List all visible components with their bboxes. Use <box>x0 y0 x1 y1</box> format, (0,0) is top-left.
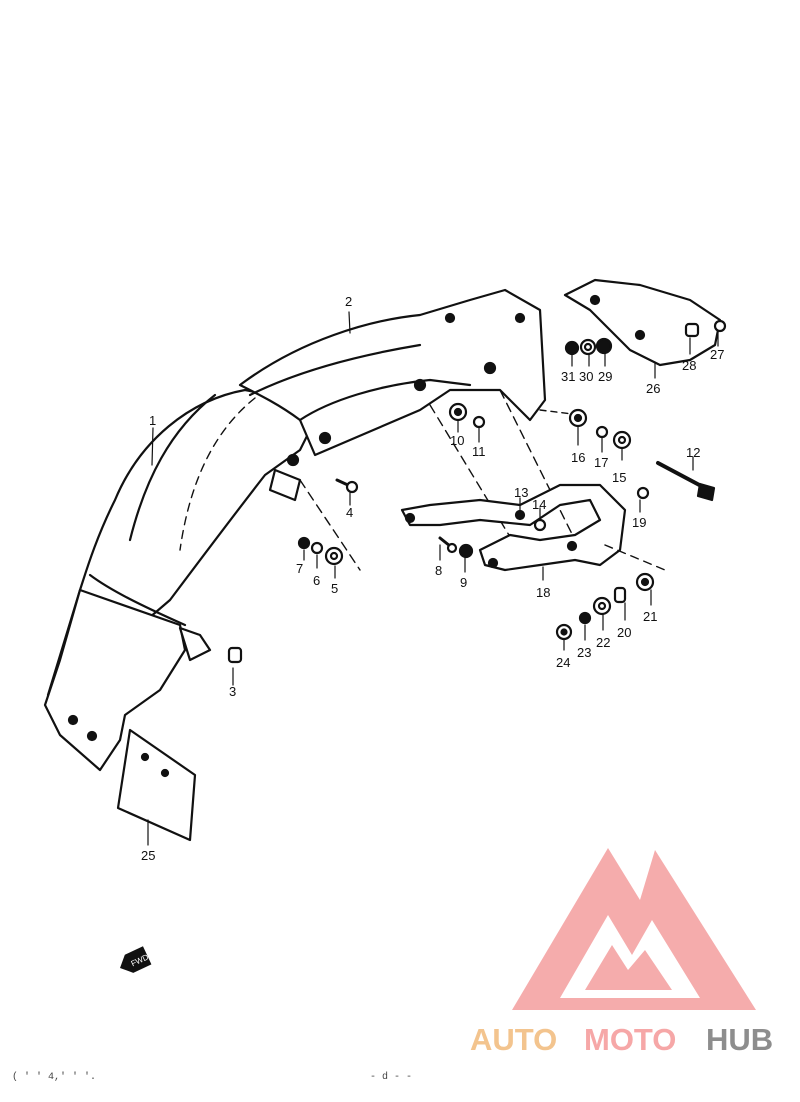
rear-fender <box>43 388 361 772</box>
label-19: 19 <box>632 515 646 530</box>
label-6: 6 <box>313 573 320 588</box>
callout-labels: 1 2 3 4 5 6 7 8 9 10 11 12 13 14 15 16 1… <box>141 294 724 863</box>
label-18: 18 <box>536 585 550 600</box>
label-4: 4 <box>346 505 353 520</box>
label-20: 20 <box>617 625 631 640</box>
label-9: 9 <box>460 575 467 590</box>
footer-left-code: ( ' ' 4,' ' '. <box>12 1072 97 1083</box>
label-26: 26 <box>646 381 660 396</box>
leader-lines <box>147 311 719 846</box>
fwd-arrow-icon: FWD <box>120 946 152 973</box>
label-13: 13 <box>514 485 528 500</box>
fender-stay-18 <box>400 483 666 572</box>
label-7: 7 <box>296 561 303 576</box>
hardware <box>227 319 727 664</box>
label-25: 25 <box>141 848 155 863</box>
label-15: 15 <box>612 470 626 485</box>
mud-flap-25 <box>116 728 197 842</box>
label-22: 22 <box>596 635 610 650</box>
label-3: 3 <box>229 684 236 699</box>
watermark-hub: HUB <box>706 1022 773 1057</box>
label-29: 29 <box>598 369 612 384</box>
label-11: 11 <box>472 444 486 459</box>
label-8: 8 <box>435 563 442 578</box>
label-27: 27 <box>710 347 724 362</box>
label-5: 5 <box>331 581 338 596</box>
label-14: 14 <box>532 497 546 512</box>
bolt-12 <box>656 461 716 502</box>
watermark-moto: MOTO <box>584 1022 676 1057</box>
label-1: 1 <box>149 413 156 428</box>
label-31: 31 <box>561 369 575 384</box>
automotohub-watermark: AUTO MOTO HUB <box>470 848 773 1057</box>
label-30: 30 <box>579 369 593 384</box>
label-21: 21 <box>643 609 657 624</box>
watermark-auto: AUTO <box>470 1022 557 1057</box>
label-24: 24 <box>556 655 570 670</box>
label-2: 2 <box>345 294 352 309</box>
label-12: 12 <box>686 445 700 460</box>
footer-page-number: - d - - <box>370 1072 413 1083</box>
label-16: 16 <box>571 450 585 465</box>
label-23: 23 <box>577 645 591 660</box>
bracket-26 <box>563 278 722 367</box>
label-10: 10 <box>450 433 464 448</box>
label-17: 17 <box>594 455 608 470</box>
label-28: 28 <box>682 358 696 373</box>
